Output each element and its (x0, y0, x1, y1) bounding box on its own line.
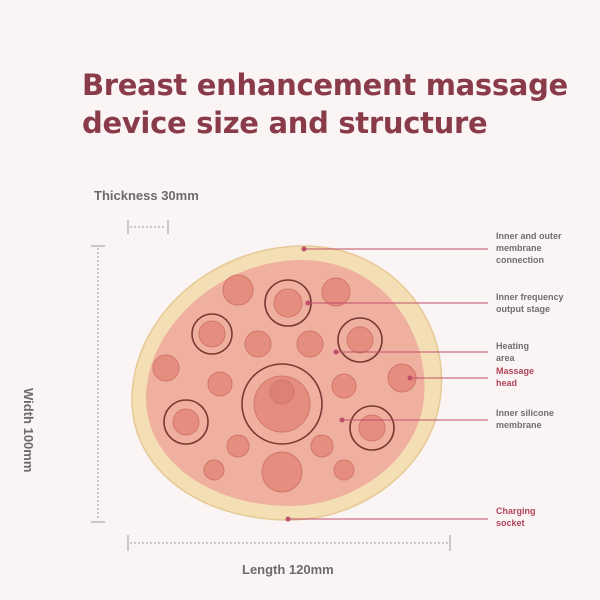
callout-dot (301, 246, 307, 252)
bump (152, 354, 180, 382)
title-line-2: device size and structure (82, 106, 488, 140)
callout-silicone-membrane: Inner silicone membrane (496, 407, 554, 431)
callout-line: Massage (496, 366, 535, 376)
callout-dot (285, 516, 291, 522)
bump (203, 459, 225, 481)
callout-massage-head: Massage head (496, 365, 534, 389)
callout-line: Inner frequency (496, 292, 564, 302)
central-ring (241, 363, 323, 445)
dimension-guides (91, 220, 451, 551)
length-label: Length 120mm (242, 562, 334, 577)
bump (172, 408, 200, 436)
ring (337, 317, 383, 363)
callout-line: area (496, 353, 515, 363)
title-line-1: Breast enhancement massage (82, 68, 568, 102)
callout-line: membrane (496, 420, 542, 430)
callout-line: Inner and outer (496, 231, 562, 241)
bump-large (261, 451, 303, 493)
ring (191, 313, 233, 355)
page-title: Breast enhancement massage device size a… (82, 66, 568, 142)
callout-line: connection (496, 255, 545, 265)
center-nub (269, 379, 295, 405)
callout-dot (407, 375, 413, 381)
ring (163, 399, 209, 445)
callout-lines (288, 248, 488, 520)
callout-line: output stage (496, 304, 550, 314)
bump (331, 373, 357, 399)
bump (321, 277, 351, 307)
callout-charging-socket: Charging socket (496, 505, 536, 529)
bump (310, 434, 334, 458)
callout-dots (285, 246, 413, 522)
thickness-label: Thickness 30mm (94, 188, 199, 203)
massage-bumps (152, 274, 417, 493)
callout-heating-area: Heating area (496, 340, 529, 364)
membrane-rings (163, 279, 395, 451)
callout-line: Inner silicone (496, 408, 555, 418)
bump (333, 459, 355, 481)
bump (222, 274, 254, 306)
callout-line: socket (496, 518, 525, 528)
ring (349, 405, 395, 451)
callout-line: head (496, 378, 518, 388)
callout-dot (305, 300, 311, 306)
bump (273, 288, 303, 318)
callout-line: Heating (496, 341, 530, 351)
bump (244, 330, 272, 358)
bump (207, 371, 233, 397)
bump (358, 414, 386, 442)
callout-membrane-connection: Inner and outer membrane connection (496, 230, 562, 266)
callout-dot (333, 349, 339, 355)
bump (198, 320, 226, 348)
callout-dot (339, 417, 345, 423)
callout-line: Charging (496, 506, 536, 516)
callout-line: membrane (496, 243, 542, 253)
bump (296, 330, 324, 358)
bump (346, 326, 374, 354)
callout-frequency-output: Inner frequency output stage (496, 291, 564, 315)
bump (226, 434, 250, 458)
